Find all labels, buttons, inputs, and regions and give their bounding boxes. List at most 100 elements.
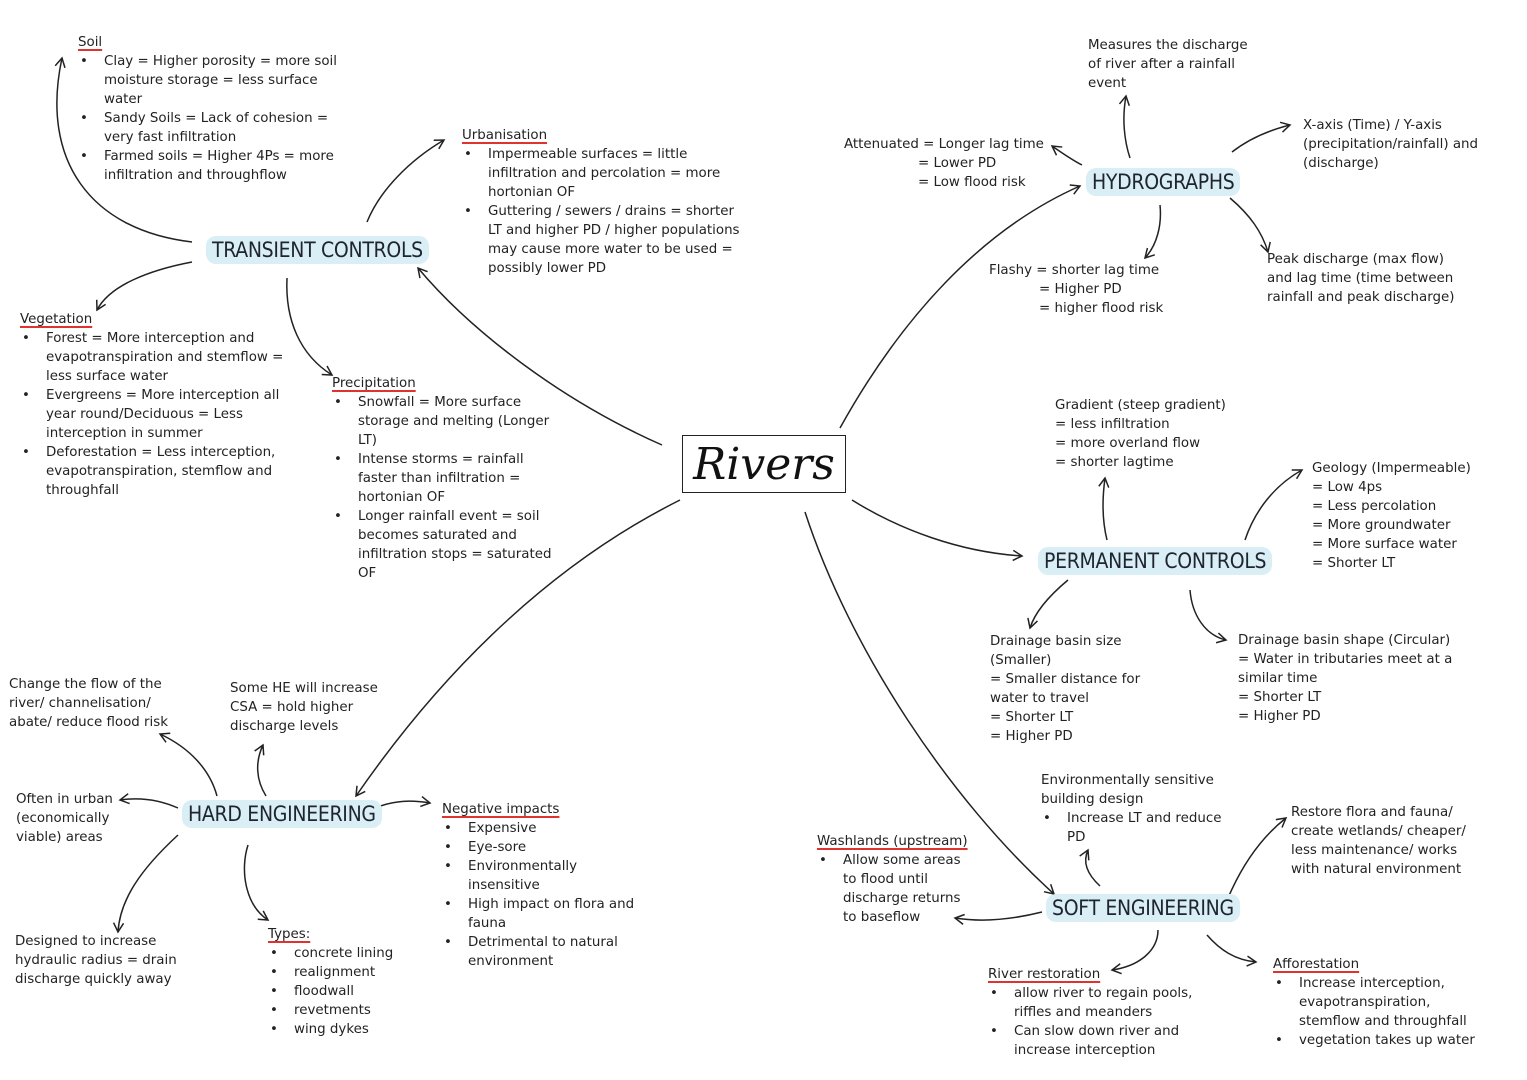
arrow-to-river-restoration [1110, 929, 1159, 975]
arrow-to-axis [1231, 121, 1292, 153]
flashy-line: Flashy = shorter lag time [989, 263, 1160, 278]
type-item: wing dykes [270, 1020, 418, 1039]
arrow-to-measures [1118, 94, 1131, 159]
change-flow-note: Change the flow of the river/ channelisa… [9, 677, 168, 730]
arrow-to-urban [118, 793, 179, 809]
river-restoration-heading: River restoration [988, 967, 1101, 982]
basin-size-line: = Shorter LT [990, 710, 1074, 725]
peak-discharge-note: Peak discharge (max flow) and lag time (… [1267, 252, 1455, 305]
afforestation-heading: Afforestation [1273, 957, 1360, 972]
urbanisation-item: Guttering / sewers / drains = shorter LT… [464, 202, 752, 278]
arrow-to-urbanisation [366, 139, 446, 223]
arrow-to-size [1027, 579, 1069, 630]
arrow-to-permanent [851, 499, 1024, 562]
central-topic-rivers: Rivers [682, 435, 846, 493]
arrow-to-precipitation [286, 277, 334, 376]
negative-impact-item: Eye-sore [444, 838, 647, 857]
attenuated-line: Attenuated = Longer lag time [844, 137, 1044, 152]
soil-item: Farmed soils = Higher 4Ps = more infiltr… [80, 147, 343, 185]
arrow-to-types [243, 844, 270, 921]
soil-item: Sandy Soils = Lack of cohesion = very fa… [80, 109, 343, 147]
arrow-to-restore [1227, 817, 1288, 899]
attenuated-line: = Low flood risk [918, 175, 1026, 190]
arrow-to-designed [112, 834, 179, 934]
vegetation-heading: Vegetation [20, 312, 93, 327]
river-restoration-item: Can slow down river and increase interce… [990, 1022, 1198, 1060]
hard-engineering-title: HARD ENGINEERING [182, 800, 382, 828]
basin-shape-line: = Higher PD [1238, 709, 1321, 724]
permanent-controls-title: PERMANENT CONTROLS [1038, 547, 1273, 575]
transient-controls-title: TRANSIENT CONTROLS [206, 236, 429, 264]
negative-impact-item: High impact on flora and fauna [444, 895, 647, 933]
type-item: revetments [270, 1001, 418, 1020]
arrow-to-some-he [254, 743, 267, 797]
arrow-to-attenuated [1050, 145, 1083, 166]
basin-size-line: = Higher PD [990, 729, 1073, 744]
soil-heading: Soil [78, 35, 103, 50]
negative-impact-item: Environmentally insensitive [444, 857, 647, 895]
precipitation-heading: Precipitation [332, 376, 416, 391]
types-heading: Types: [268, 927, 311, 942]
river-restoration-item: allow river to regain pools, riffles and… [990, 984, 1198, 1022]
flashy-block: Flashy = shorter lag time = Higher PD = … [989, 261, 1189, 318]
basin-size-line: = Smaller distance for water to travel [990, 672, 1141, 706]
basin-size-block: Drainage basin size (Smaller) = Smaller … [990, 632, 1160, 746]
env-design-block: Environmentally sensitive building desig… [1041, 771, 1231, 847]
basin-shape-line: = Water in tributaries meet at a similar… [1238, 652, 1453, 686]
type-item: floodwall [270, 982, 418, 1001]
type-item: realignment [270, 963, 418, 982]
urbanisation-item: Impermeable surfaces = little infiltrati… [464, 145, 752, 202]
hydrograph-axis-note: X-axis (Time) / Y-axis (precipitation/ra… [1303, 118, 1479, 171]
attenuated-line: = Lower PD [918, 156, 997, 171]
soil-item: Clay = Higher porosity = more soil moist… [80, 52, 343, 109]
vegetation-item: Evergreens = More interception all year … [22, 386, 288, 443]
arrow-to-gradient [1098, 476, 1110, 541]
types-block: Types: concrete lining realignment flood… [268, 925, 418, 1039]
geology-line: = Less percolation [1312, 499, 1437, 514]
washlands-heading: Washlands (upstream) [817, 834, 968, 849]
urbanisation-heading: Urbanisation [462, 128, 548, 143]
gradient-block: Gradient (steep gradient) = less infiltr… [1055, 396, 1245, 472]
urban-areas-note: Often in urban (economically viable) are… [16, 792, 113, 845]
afforestation-item: Increase interception, evapotranspiratio… [1275, 974, 1478, 1031]
gradient-line: = less infiltration [1055, 417, 1170, 432]
basin-shape-line: = Shorter LT [1238, 690, 1322, 705]
type-item: concrete lining [270, 944, 418, 963]
hydrograph-measures-note: Measures the discharge of river after a … [1088, 38, 1248, 91]
restore-note: Restore flora and fauna/ create wetlands… [1291, 805, 1466, 877]
geology-line: = Shorter LT [1312, 556, 1396, 571]
arrow-to-flashy [1143, 204, 1162, 260]
negative-impact-item: Detrimental to natural environment [444, 933, 647, 971]
geology-block: Geology (Impermeable) = Low 4ps = Less p… [1312, 459, 1517, 573]
hydrographs-title: HYDROGRAPHS [1086, 168, 1241, 196]
env-design-item: Increase LT and reduce PD [1043, 809, 1231, 847]
gradient-line: Gradient (steep gradient) [1055, 398, 1226, 413]
urbanisation-block: Urbanisation Impermeable surfaces = litt… [462, 126, 752, 278]
arrow-to-afforestation [1206, 934, 1258, 967]
washlands-block: Washlands (upstream) Allow some areas to… [817, 832, 972, 927]
arrow-to-env [1079, 848, 1101, 887]
negative-impacts-block: Negative impacts Expensive Eye-sore Envi… [442, 800, 647, 971]
arrow-to-negative [374, 796, 432, 809]
precipitation-block: Precipitation Snowfall = More surface st… [332, 374, 560, 583]
arrow-to-vegetation [95, 261, 193, 312]
geology-line: = More groundwater [1312, 518, 1451, 533]
geology-line: = More surface water [1312, 537, 1457, 552]
soft-engineering-title: SOFT ENGINEERING [1046, 894, 1240, 922]
env-design-heading: Environmentally sensitive building desig… [1041, 773, 1214, 807]
basin-size-line: Drainage basin size (Smaller) [990, 634, 1122, 668]
precipitation-item: Intense storms = rainfall faster than in… [334, 450, 560, 507]
soil-block: Soil Clay = Higher porosity = more soil … [78, 33, 343, 185]
precipitation-item: Longer rainfall event = soil becomes sat… [334, 507, 560, 583]
afforestation-block: Afforestation Increase interception, eva… [1273, 955, 1478, 1050]
vegetation-block: Vegetation Forest = More interception an… [20, 310, 288, 500]
arrow-to-change [158, 732, 218, 797]
hydraulic-radius-note: Designed to increase hydraulic radius = … [15, 934, 177, 987]
basin-shape-line: Drainage basin shape (Circular) [1238, 633, 1451, 648]
basin-shape-block: Drainage basin shape (Circular) = Water … [1238, 631, 1478, 726]
arrow-to-geology [1244, 469, 1304, 541]
negative-impacts-heading: Negative impacts [442, 802, 560, 817]
vegetation-item: Forest = More interception and evapotran… [22, 329, 288, 386]
vegetation-item: Deforestation = Less interception, evapo… [22, 443, 288, 500]
negative-impact-item: Expensive [444, 819, 647, 838]
